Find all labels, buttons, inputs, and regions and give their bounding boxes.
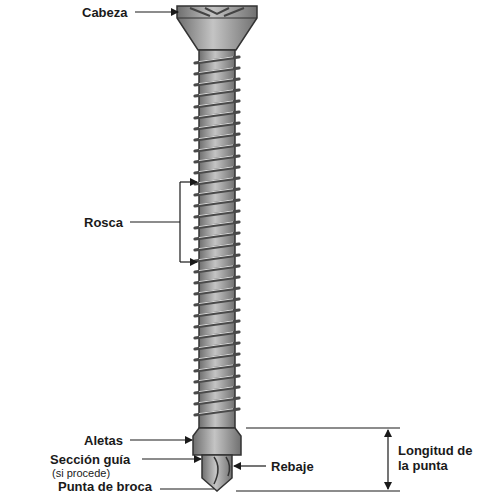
- thread-highlight: [199, 101, 233, 106]
- thread-highlight: [199, 167, 233, 172]
- part-label: Aletas: [84, 433, 123, 448]
- screw-head: [177, 6, 257, 50]
- thread-stroke: [195, 288, 239, 294]
- dimension-label: Longitud de la punta: [398, 443, 486, 473]
- part-label: Sección guía: [50, 452, 130, 467]
- thread-stroke: [195, 145, 239, 151]
- thread-stroke: [195, 189, 239, 195]
- thread-highlight: [199, 123, 233, 128]
- thread-highlight: [199, 233, 233, 238]
- thread-highlight: [199, 156, 233, 161]
- thread-highlight: [199, 222, 233, 227]
- thread-highlight: [199, 343, 233, 348]
- screw-thread: [195, 57, 239, 415]
- part-label: Punta de broca: [58, 479, 152, 494]
- thread-highlight: [199, 79, 233, 84]
- thread-highlight: [199, 332, 233, 337]
- thread-stroke: [195, 332, 239, 338]
- thread-stroke: [195, 343, 239, 349]
- thread-highlight: [199, 90, 233, 95]
- thread-stroke: [195, 354, 239, 360]
- part-label: Rosca: [84, 215, 123, 230]
- wings: [193, 428, 241, 455]
- thread-stroke: [195, 277, 239, 283]
- thread-highlight: [199, 211, 233, 216]
- thread-highlight: [199, 266, 233, 271]
- thread-stroke: [195, 90, 239, 96]
- thread-stroke: [195, 68, 239, 74]
- thread-highlight: [199, 398, 233, 403]
- thread-highlight: [199, 277, 233, 282]
- thread-highlight: [199, 299, 233, 304]
- thread-stroke: [195, 178, 239, 184]
- thread-highlight: [199, 57, 233, 62]
- thread-highlight: [199, 321, 233, 326]
- thread-stroke: [195, 266, 239, 272]
- thread-stroke: [195, 365, 239, 371]
- thread-highlight: [199, 365, 233, 370]
- thread-stroke: [195, 255, 239, 261]
- thread-stroke: [195, 57, 239, 63]
- thread-stroke: [195, 233, 239, 239]
- thread-highlight: [199, 409, 233, 414]
- thread-highlight: [199, 244, 233, 249]
- thread-stroke: [195, 398, 239, 404]
- thread-stroke: [195, 211, 239, 217]
- thread-stroke: [195, 387, 239, 393]
- thread-highlight: [199, 145, 233, 150]
- flute: [214, 457, 230, 484]
- thread-stroke: [195, 376, 239, 382]
- thread-highlight: [199, 134, 233, 139]
- thread-highlight: [199, 112, 233, 117]
- thread-stroke: [195, 244, 239, 250]
- thread-stroke: [195, 321, 239, 327]
- thread-highlight: [199, 376, 233, 381]
- note-label: (si procede): [52, 466, 110, 481]
- drill-tip: [202, 455, 232, 491]
- thread-highlight: [199, 189, 233, 194]
- thread-stroke: [195, 310, 239, 316]
- thread-highlight: [199, 200, 233, 205]
- thread-highlight: [199, 255, 233, 260]
- thread-highlight: [199, 68, 233, 73]
- thread-stroke: [195, 409, 239, 415]
- thread-highlight: [199, 387, 233, 392]
- thread-highlight: [199, 288, 233, 293]
- thread-highlight: [199, 354, 233, 359]
- thread-highlight: [199, 178, 233, 183]
- thread-stroke: [195, 79, 239, 85]
- part-label: Cabeza: [82, 5, 128, 20]
- thread-stroke: [195, 123, 239, 129]
- thread-stroke: [195, 112, 239, 118]
- part-label: Rebaje: [271, 459, 314, 474]
- thread-highlight: [199, 310, 233, 315]
- thread-stroke: [195, 200, 239, 206]
- thread-stroke: [195, 167, 239, 173]
- thread-stroke: [195, 134, 239, 140]
- thread-stroke: [195, 222, 239, 228]
- thread-stroke: [195, 156, 239, 162]
- leader-lines: [130, 12, 400, 491]
- thread-stroke: [195, 101, 239, 107]
- thread-stroke: [195, 299, 239, 305]
